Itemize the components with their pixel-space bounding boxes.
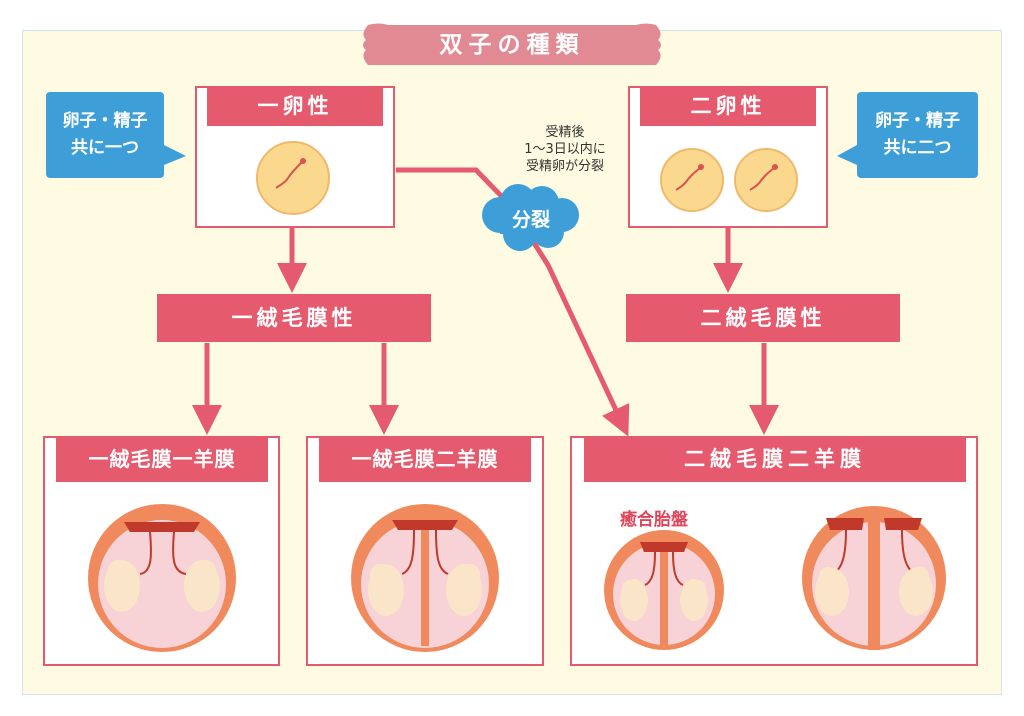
division-note-line1: 受精後 [545, 125, 585, 140]
mono-chorionic-label: 一絨毛膜性 [157, 294, 431, 342]
identical-note: 卵子・精子 共に一つ [46, 92, 164, 178]
fraternal-note-line1: 卵子・精子 [875, 111, 960, 131]
mono-di-label: 一絨毛膜二羊膜 [319, 436, 531, 482]
fraternal-label: 二卵性 [640, 86, 816, 126]
diagram-title: 双子の種類 [439, 32, 585, 58]
division-note-line3: 受精卵が分裂 [525, 159, 604, 174]
title-banner-shape [363, 23, 661, 65]
division-note: 受精後 1〜3日以内に 受精卵が分裂 [500, 124, 630, 175]
di-chorionic-label: 二絨毛膜性 [626, 294, 900, 342]
identical-label: 一卵性 [207, 86, 383, 126]
title-banner: 双子の種類 [358, 22, 666, 68]
division-cloud-label: 分裂 [511, 209, 550, 231]
fraternal-note-line2: 共に二つ [883, 138, 952, 158]
di-di-label: 二絨毛膜二羊膜 [584, 436, 966, 482]
division-note-line2: 1〜3日以内に [524, 142, 606, 157]
fraternal-note: 卵子・精子 共に二つ [857, 92, 978, 178]
identical-note-line2: 共に一つ [71, 138, 139, 158]
identical-note-line1: 卵子・精子 [62, 111, 148, 131]
fused-placenta-label: 癒合胎盤 [620, 510, 688, 530]
mono-mono-label: 一絨毛膜一羊膜 [56, 436, 268, 482]
